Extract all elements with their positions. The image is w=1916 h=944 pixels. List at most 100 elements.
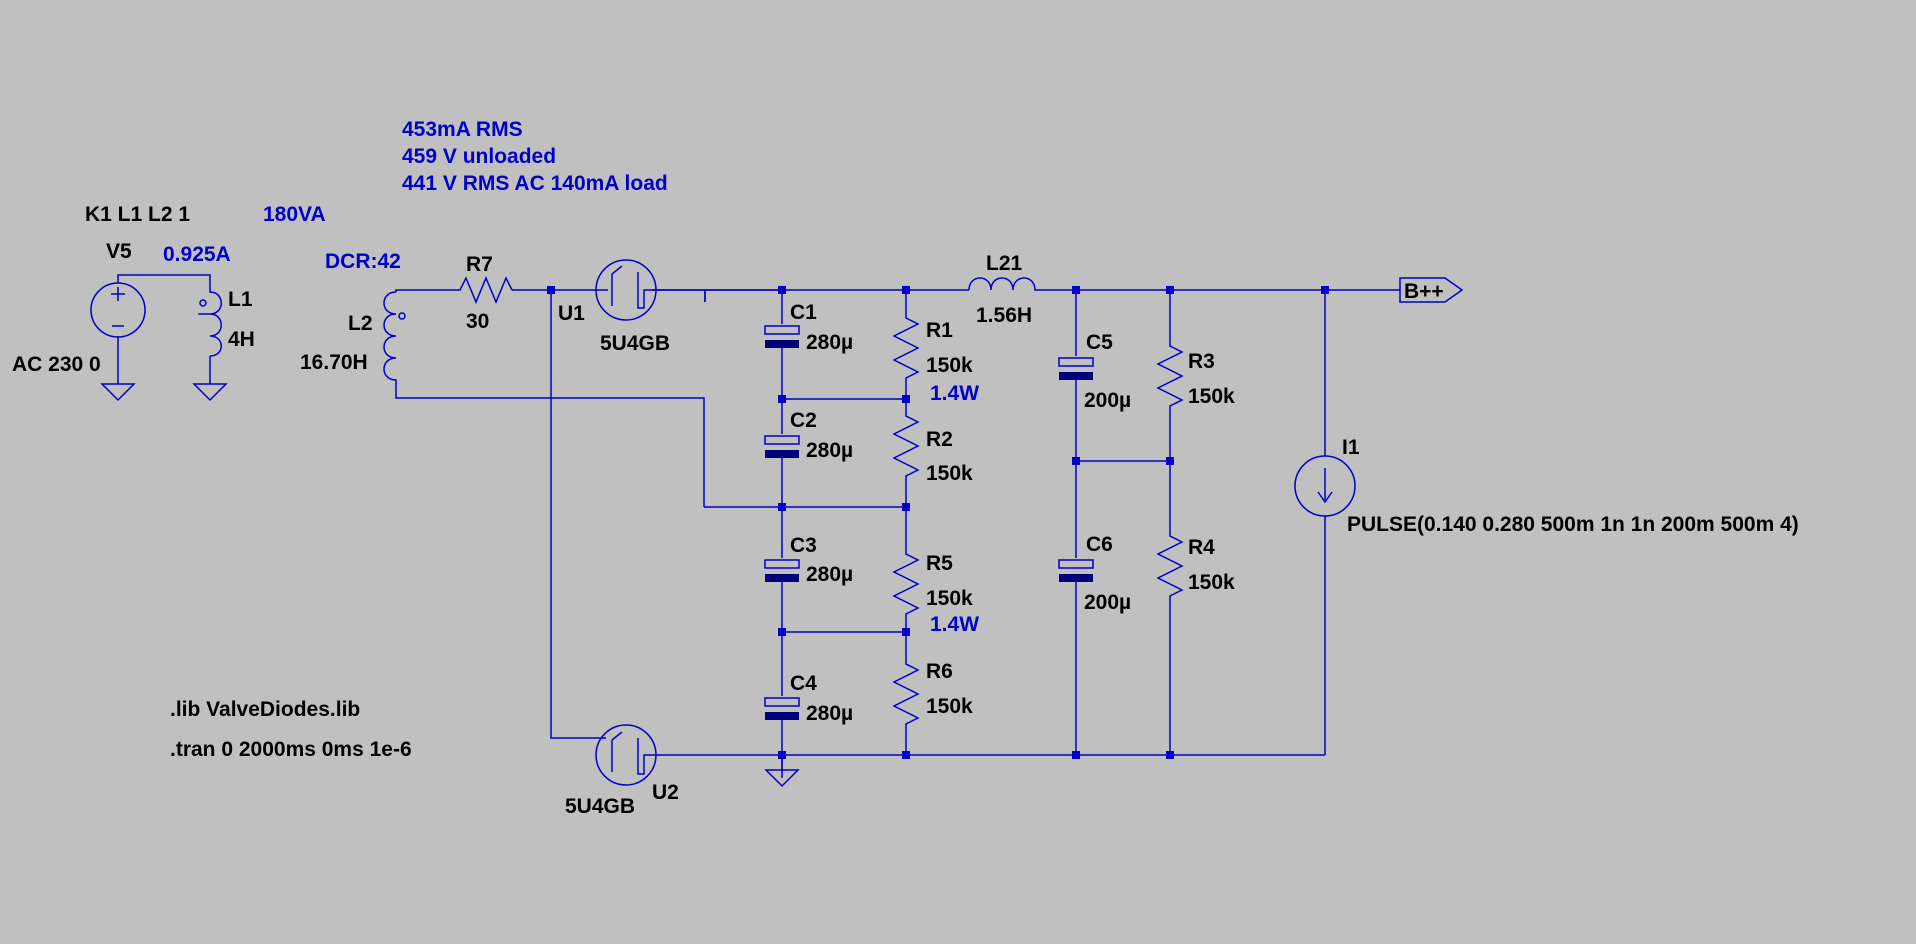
label-i1-name: I1 bbox=[1342, 436, 1360, 459]
label-r4-name: R4 bbox=[1188, 536, 1215, 559]
label-c6-value: 200µ bbox=[1084, 591, 1131, 614]
junction-dot bbox=[778, 628, 786, 636]
label-c4-name: C4 bbox=[790, 672, 817, 695]
inductor-l2[interactable] bbox=[383, 291, 406, 384]
label-u1-value: 5U4GB bbox=[600, 332, 670, 355]
junction-dot bbox=[902, 628, 910, 636]
label-l1-name: L1 bbox=[228, 288, 253, 311]
label-r2-name: R2 bbox=[926, 428, 953, 451]
junction-dot bbox=[902, 503, 910, 511]
labels: 453mA RMS 459 V unloaded 441 V RMS AC 14… bbox=[12, 118, 1799, 818]
ground-icon bbox=[192, 383, 228, 402]
label-l2-value: 16.70H bbox=[300, 351, 368, 374]
label-v5-name: V5 bbox=[106, 240, 132, 263]
label-r7-name: R7 bbox=[466, 253, 493, 276]
annotation-rms-current: 453mA RMS bbox=[402, 118, 523, 141]
junction-dot bbox=[1072, 457, 1080, 465]
label-l21-name: L21 bbox=[986, 252, 1023, 275]
label-r1-value: 150k bbox=[926, 354, 973, 377]
label-l2-name: L2 bbox=[348, 312, 373, 335]
wire-v5-l1[interactable] bbox=[117, 274, 211, 290]
inductor-l21[interactable] bbox=[968, 277, 1045, 291]
label-r4-value: 150k bbox=[1188, 571, 1235, 594]
label-c1-name: C1 bbox=[790, 301, 817, 324]
annotation-source-current: 0.925A bbox=[163, 243, 231, 266]
junction-dot bbox=[902, 395, 910, 403]
resistor-r5[interactable] bbox=[892, 548, 920, 618]
junction-dot bbox=[1321, 286, 1329, 294]
wires bbox=[117, 274, 1400, 778]
voltage-source-v5[interactable] bbox=[90, 282, 146, 338]
annotation-r5-power: 1.4W bbox=[930, 613, 979, 636]
resistor-r7[interactable] bbox=[452, 276, 513, 304]
valve-u2[interactable] bbox=[595, 724, 657, 786]
directive-coupling: K1 L1 L2 1 bbox=[85, 203, 190, 226]
net-flag-bpp[interactable] bbox=[1399, 277, 1464, 303]
label-c5-name: C5 bbox=[1086, 331, 1113, 354]
label-r5-name: R5 bbox=[926, 552, 953, 575]
valve-u1[interactable] bbox=[595, 259, 706, 321]
capacitor-c2[interactable] bbox=[764, 435, 800, 458]
resistor-r4[interactable] bbox=[1156, 530, 1184, 600]
resistor-r2[interactable] bbox=[892, 410, 920, 480]
junction-dot bbox=[1166, 286, 1174, 294]
junction-dot bbox=[1072, 286, 1080, 294]
label-l1-value: 4H bbox=[228, 328, 255, 351]
label-bpp: B++ bbox=[1404, 280, 1444, 303]
arrow-down-icon bbox=[1317, 468, 1333, 504]
resistor-r1[interactable] bbox=[892, 312, 920, 382]
capacitor-c4[interactable] bbox=[764, 697, 800, 720]
wire-l2-center[interactable] bbox=[395, 384, 705, 507]
annotation-unloaded-voltage: 459 V unloaded bbox=[402, 145, 556, 168]
resistor-r6[interactable] bbox=[892, 658, 920, 728]
current-source-i1[interactable] bbox=[1294, 455, 1356, 517]
junction-dot bbox=[902, 286, 910, 294]
label-r7-value: 30 bbox=[466, 310, 489, 333]
junction-dot bbox=[1166, 457, 1174, 465]
capacitor-c1[interactable] bbox=[764, 325, 800, 348]
capacitor-c5[interactable] bbox=[1058, 357, 1094, 380]
polarity-dot-icon bbox=[199, 299, 207, 307]
annotation-power-rating: 180VA bbox=[263, 203, 326, 226]
label-r5-value: 150k bbox=[926, 587, 973, 610]
junctions bbox=[547, 286, 1329, 759]
polarity-dot-icon bbox=[398, 312, 406, 320]
annotation-loaded-voltage: 441 V RMS AC 140mA load bbox=[402, 172, 668, 195]
label-c2-value: 280µ bbox=[806, 439, 853, 462]
junction-dot bbox=[1166, 751, 1174, 759]
inductor-l1[interactable] bbox=[198, 290, 222, 357]
label-v5-value: AC 230 0 bbox=[12, 353, 101, 376]
label-l21-value: 1.56H bbox=[976, 304, 1032, 327]
plus-sign-icon bbox=[111, 287, 125, 301]
capacitor-c6[interactable] bbox=[1058, 559, 1094, 582]
label-r6-value: 150k bbox=[926, 695, 973, 718]
junction-dot bbox=[778, 503, 786, 511]
capacitor-c3[interactable] bbox=[764, 559, 800, 582]
label-u1-name: U1 bbox=[558, 302, 585, 325]
directive-lib: .lib ValveDiodes.lib bbox=[170, 698, 360, 721]
label-c5-value: 200µ bbox=[1084, 389, 1131, 412]
label-c3-name: C3 bbox=[790, 534, 817, 557]
label-r2-value: 150k bbox=[926, 462, 973, 485]
wire-u1-u2[interactable] bbox=[550, 290, 600, 739]
label-c1-value: 280µ bbox=[806, 331, 853, 354]
directive-tran: .tran 0 2000ms 0ms 1e-6 bbox=[170, 738, 412, 761]
junction-dot bbox=[778, 395, 786, 403]
annotation-r1-power: 1.4W bbox=[930, 382, 979, 405]
ground-symbols bbox=[100, 383, 800, 788]
wire-l2-r7[interactable] bbox=[395, 289, 452, 292]
label-c6-name: C6 bbox=[1086, 533, 1113, 556]
wire-u1-rail[interactable] bbox=[704, 289, 782, 302]
junction-dot bbox=[902, 751, 910, 759]
label-u2-name: U2 bbox=[652, 781, 679, 804]
resistor-r3[interactable] bbox=[1156, 340, 1184, 410]
junction-dot bbox=[547, 286, 555, 294]
label-r6-name: R6 bbox=[926, 660, 953, 683]
label-c3-value: 280µ bbox=[806, 563, 853, 586]
label-c4-value: 280µ bbox=[806, 702, 853, 725]
junction-dot bbox=[1072, 751, 1080, 759]
label-r3-value: 150k bbox=[1188, 385, 1235, 408]
label-r3-name: R3 bbox=[1188, 350, 1215, 373]
label-u2-value: 5U4GB bbox=[565, 795, 635, 818]
